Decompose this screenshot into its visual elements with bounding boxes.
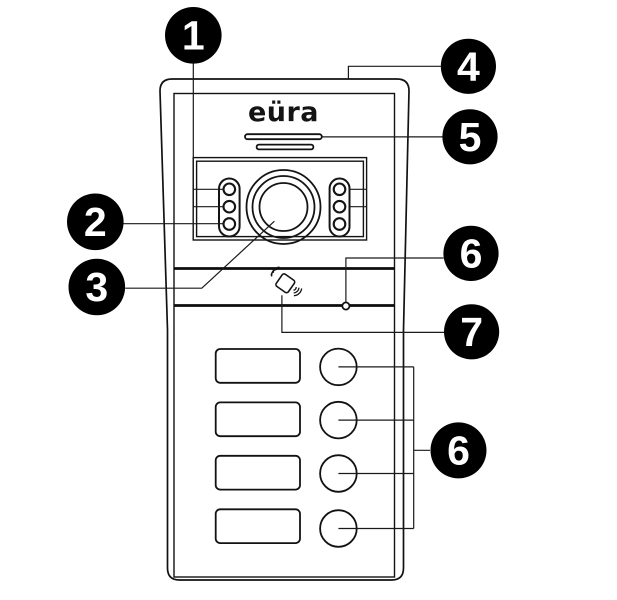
callout-label: 1	[182, 13, 205, 59]
nameplate-window	[214, 454, 301, 491]
nameplate-window	[214, 508, 301, 544]
callout-badge-6-bottom: 6	[430, 422, 487, 479]
callout-label: 4	[457, 44, 480, 90]
led-pod-right-branch-lines	[349, 188, 367, 208]
callout-line-1	[192, 63, 224, 208]
speaker-slot	[244, 133, 323, 141]
callout-badge-2: 2	[67, 193, 124, 251]
callout-label: 5	[459, 114, 482, 160]
nameplate-windows	[214, 348, 301, 544]
callout-badge-1: 1	[165, 7, 222, 64]
callout-badges: 1 2 3 4 5 6 7 6	[67, 7, 500, 479]
microphone-hole	[341, 301, 351, 311]
call-buttons	[319, 347, 358, 548]
ir-led	[332, 199, 347, 214]
callout-badge-4: 4	[440, 38, 496, 94]
ir-led	[222, 217, 237, 231]
callout-badge-3: 3	[68, 258, 126, 316]
speaker-grille	[244, 133, 323, 151]
callout-label: 2	[84, 199, 107, 245]
ir-led	[222, 199, 237, 214]
callout-line-6-bottom-bracket	[338, 366, 430, 530]
led-pod-left	[218, 177, 241, 238]
rain-cover-outline	[159, 78, 410, 581]
callout-line-4	[347, 65, 441, 80]
callout-label: 3	[85, 264, 108, 310]
door-station-device: eüra	[159, 78, 410, 581]
callout-lines	[123, 63, 445, 530]
camera-lens	[245, 169, 322, 245]
rfid-card-icon	[270, 266, 303, 297]
callout-line-3	[125, 220, 275, 289]
front-panel	[173, 92, 396, 578]
led-pod-right	[328, 177, 351, 238]
brand-logo: eüra	[248, 97, 319, 128]
callout-badge-7: 7	[444, 304, 500, 360]
callout-line-7	[281, 295, 445, 333]
callout-line-6-top	[345, 257, 444, 303]
ir-led	[332, 217, 347, 231]
nameplate-window	[214, 348, 301, 384]
ir-led	[222, 182, 237, 197]
callout-label: 7	[460, 309, 483, 355]
callout-label: 6	[460, 231, 483, 277]
callout-label: 6	[447, 428, 470, 474]
callout-badge-6-top: 6	[443, 225, 499, 281]
nameplate-window	[214, 401, 301, 438]
ir-led	[332, 182, 347, 197]
callout-badge-5: 5	[442, 109, 498, 165]
speaker-slot	[255, 143, 315, 151]
